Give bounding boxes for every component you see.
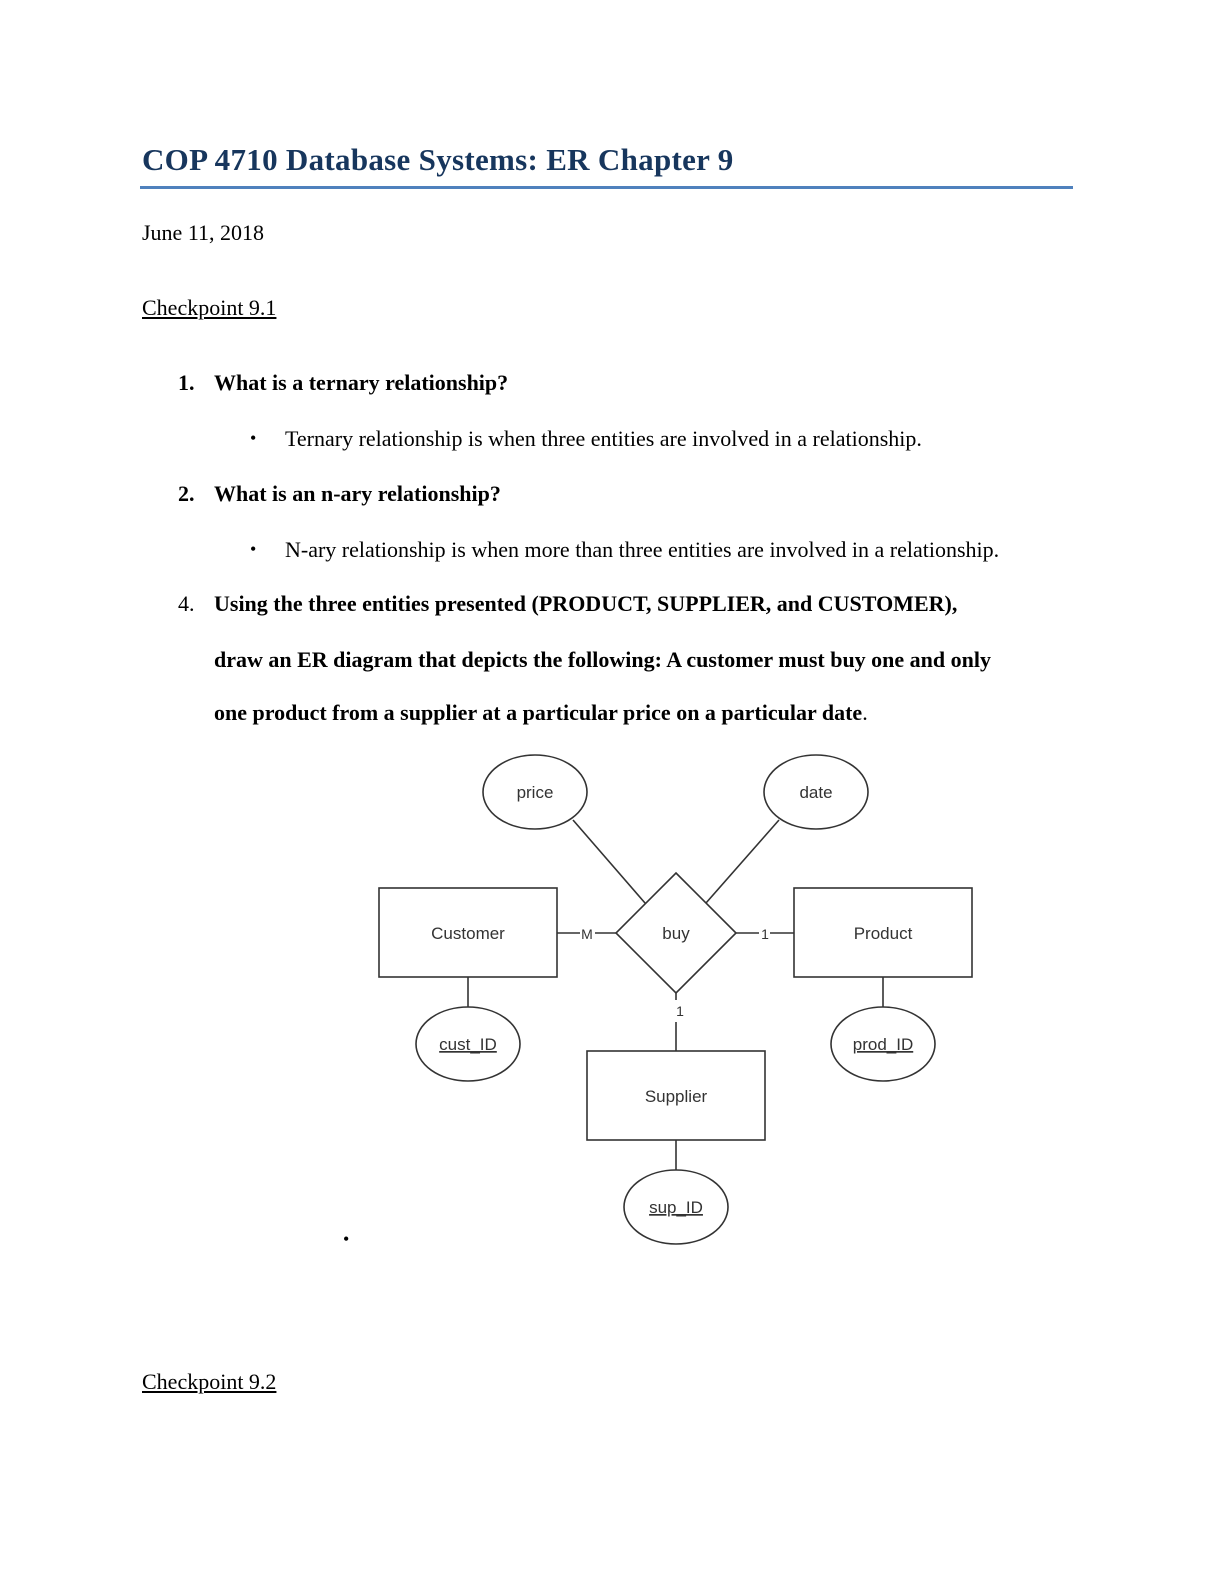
supplier-entity xyxy=(586,1050,766,1141)
section-heading-9-1: Checkpoint 9.1 xyxy=(142,295,277,320)
supplier-cardinality: 1 xyxy=(676,1003,684,1019)
customer-cardinality: M xyxy=(581,926,593,942)
buy-label: buy xyxy=(662,924,690,943)
page-title: COP 4710 Database Systems: ER Chapter 9 xyxy=(142,142,734,177)
document-date: June 11, 2018 xyxy=(142,220,265,245)
prod-id-attribute xyxy=(830,1006,936,1082)
product-entity xyxy=(793,887,973,978)
question-2-number: 2. xyxy=(178,481,195,506)
price-connector xyxy=(572,819,646,904)
date-connector xyxy=(705,819,780,904)
cust-id-label: cust_ID xyxy=(439,1035,497,1054)
cust-id-attribute xyxy=(415,1006,521,1082)
title-rule xyxy=(140,186,1073,189)
question-1-number: 1. xyxy=(178,370,195,395)
question-2-text: What is an n-ary relationship? xyxy=(214,481,501,506)
price-label: price xyxy=(517,783,554,802)
price-attribute xyxy=(482,754,588,830)
answer-2: N-ary relationship is when more than thr… xyxy=(285,537,1000,562)
question-4-line-1: Using the three entities presented (PROD… xyxy=(214,591,958,616)
bullet-icon: • xyxy=(343,1229,350,1249)
question-4-line-3-text: one product from a supplier at a particu… xyxy=(214,700,863,725)
answer-1: Ternary relationship is when three entit… xyxy=(285,426,922,451)
product-cardinality: 1 xyxy=(761,926,769,942)
prod-id-label: prod_ID xyxy=(853,1035,913,1054)
question-4-number: 4. xyxy=(178,591,195,616)
customer-entity xyxy=(378,887,558,978)
date-attribute xyxy=(763,754,869,830)
bullet-icon: • xyxy=(250,428,257,448)
product-label: Product xyxy=(854,924,913,943)
question-4-line-2: draw an ER diagram that depicts the foll… xyxy=(214,647,991,672)
customer-label: Customer xyxy=(431,924,505,943)
section-heading-9-2: Checkpoint 9.2 xyxy=(142,1369,277,1394)
question-1-text: What is a ternary relationship? xyxy=(214,370,509,395)
supplier-label: Supplier xyxy=(645,1087,708,1106)
date-label: date xyxy=(799,783,832,802)
sup-id-attribute xyxy=(623,1169,729,1245)
sup-id-label: sup_ID xyxy=(649,1198,703,1217)
question-4-period: . xyxy=(862,700,868,725)
question-4-line-3: one product from a supplier at a particu… xyxy=(214,700,868,726)
bullet-icon: • xyxy=(250,539,257,559)
buy-relationship xyxy=(614,871,738,995)
